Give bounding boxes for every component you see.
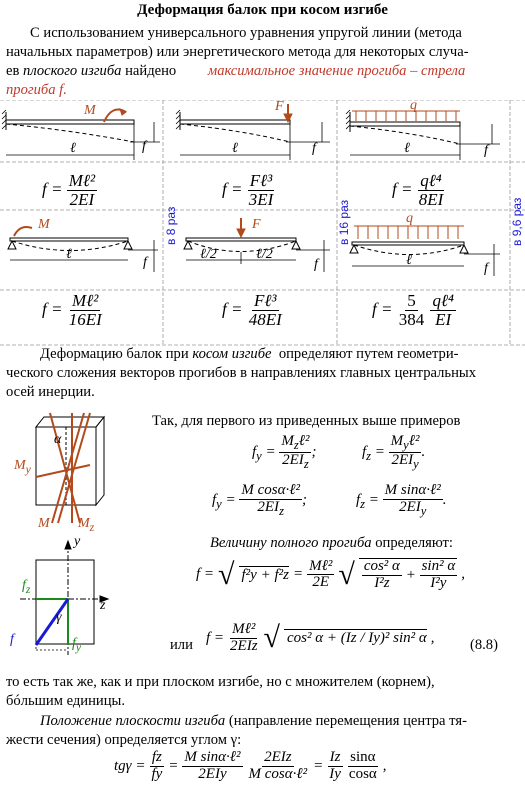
panel-cantilever-q (345, 109, 500, 160)
para4-line-1: Положение плоскости изгиба (направление … (40, 713, 467, 729)
fig-y-axis-label: y (74, 534, 81, 549)
panel5-load-label: F (251, 217, 261, 232)
fig-m-label: M (38, 516, 50, 531)
panel-simple-q (349, 225, 500, 276)
panel5-half1-label: ℓ/2 (200, 247, 217, 262)
page-title: Деформация балок при косом изгибе (137, 2, 388, 18)
para2-line-1: Деформацию балок при косом изгибе опреде… (40, 346, 459, 362)
panel1-length-label: ℓ (70, 141, 76, 156)
ratio-label-9-6: в 9,6 раз (510, 197, 524, 246)
panel3-length-label: ℓ (404, 141, 410, 156)
panel1-load-label: M (83, 103, 97, 118)
panel3-defl-label: f (484, 143, 490, 158)
eq-tag-8-8: (8.8) (470, 637, 498, 653)
panel-cantilever-moment (1, 108, 160, 160)
panel5-defl-label: f (314, 257, 320, 272)
intro-line-2: начальных параметров) или энергетическог… (6, 44, 469, 60)
para3-line-2: бóльшим единицы. (6, 693, 125, 709)
ratio-label-8: в 8 раз (164, 206, 178, 245)
eqs-lead: Так, для первого из приведенных выше при… (152, 413, 461, 429)
panel4-length-label: ℓ (66, 247, 72, 262)
intro-line-4: прогиба f. (6, 82, 67, 98)
panel2-load-label: F (274, 100, 284, 114)
panel-simple-force (183, 218, 330, 272)
panel-simple-moment (7, 226, 158, 272)
para2-line-2: ческого сложения векторов прогибов в нап… (6, 365, 476, 381)
fig-my-label: My (14, 458, 31, 476)
ratio-label-16: в 16 раз (337, 199, 351, 245)
fig-mz-label: Mz (78, 516, 95, 534)
panel4-load-label: M (37, 217, 51, 232)
panel6-length-label: ℓ (406, 253, 412, 268)
panel2-length-label: ℓ (232, 141, 238, 156)
fig-f-label: f (10, 632, 14, 647)
para4-line-2: жести сечения) определяется углом γ: (6, 732, 242, 748)
fig-fy-label: fy (72, 636, 82, 654)
panel3-load-label: q (410, 100, 417, 113)
fig-gamma-label: γ (56, 610, 62, 625)
para2-line-3: осей инерции. (6, 384, 95, 400)
panel-cantilever-force (175, 104, 330, 160)
fig-fz-label: fz (22, 578, 31, 596)
para3-line-1: то есть так же, как и при плоском изгибе… (6, 674, 435, 690)
intro-line-3: ев плоского изгиба найдено максимальное … (6, 63, 466, 79)
panel6-load-label: q (406, 211, 413, 226)
fig-z-axis-label: z (100, 598, 106, 613)
panel4-defl-label: f (143, 255, 149, 270)
panel1-defl-label: f (142, 139, 148, 154)
intro-line-1: С использованием универсального уравнени… (30, 25, 462, 41)
full-deflection-lead: Величину полного прогиба определяют: (210, 535, 453, 551)
or-label: или (170, 637, 193, 653)
beam-table-grid: M ℓ f F ℓ f (0, 100, 525, 346)
panel6-defl-label: f (484, 261, 490, 276)
panel5-half2-label: ℓ/2 (256, 247, 273, 262)
panel2-defl-label: f (312, 141, 318, 156)
section-figure (20, 412, 110, 655)
fig-alpha-label: α (54, 432, 62, 447)
